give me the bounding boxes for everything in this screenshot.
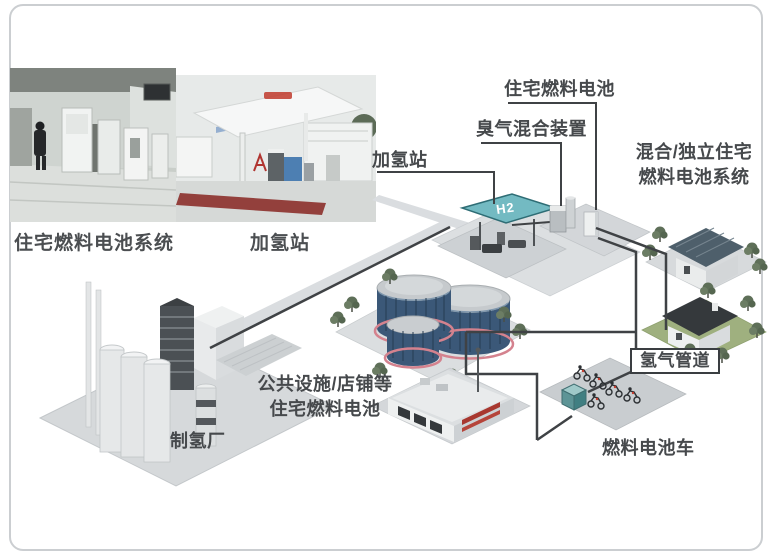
person-figure — [35, 121, 45, 131]
h2-sign: H2 — [495, 199, 516, 216]
pipe-to-houses — [595, 226, 668, 330]
label-fuel-cell-vehicles: 燃料电池车 — [602, 438, 695, 458]
dark-roof — [662, 297, 738, 336]
dispenser — [268, 153, 284, 187]
station-photo-caption: 加氢站 — [249, 233, 310, 254]
tv-screen — [143, 83, 171, 101]
car-at-pump — [482, 244, 502, 253]
label-hydrogen-station: 加氢站 — [372, 150, 428, 170]
label-hybrid-system-line1: 混合/独立住宅 — [635, 142, 753, 162]
label-hydrogen-plant: 制氢厂 — [170, 431, 226, 451]
canopy-logo-band — [264, 92, 292, 99]
label-residential-fuel-cell: 住宅燃料电池 — [504, 79, 615, 99]
dispenser — [470, 236, 479, 250]
label-public-facilities-line2: 住宅燃料电池 — [269, 399, 381, 419]
fuel-cell-cabinet — [97, 119, 121, 175]
public-facility-illustration — [329, 267, 531, 385]
indoor-photo-illustration — [10, 68, 176, 222]
pipe-plant-to-station — [209, 225, 451, 350]
delivery-truck — [176, 136, 213, 178]
red-carpet — [176, 193, 326, 215]
fuel-cell-vehicles-illustration — [536, 357, 687, 442]
shop-window — [414, 413, 426, 427]
red-ladder — [253, 152, 267, 172]
label-public-facilities: 公共设施/店铺等 住宅燃料电池 — [252, 372, 398, 422]
refueling-station-photo — [176, 75, 376, 222]
shop-sign — [462, 402, 500, 425]
label-hybrid-system-line2: 燃料电池系统 — [638, 167, 750, 187]
house-standalone-system — [641, 281, 767, 364]
solar-roof — [668, 228, 744, 267]
shop-building — [371, 347, 531, 445]
station-photo-illustration — [176, 75, 376, 222]
pipe-network — [464, 236, 638, 440]
pink-ring-base — [383, 347, 443, 369]
car-at-pump — [508, 240, 526, 248]
mini-hydrogen-station: H2 — [431, 193, 641, 297]
label-odorant-mixer: 臭气混合装置 — [476, 119, 587, 139]
indoor-photo-caption: 住宅燃料电池系统 — [14, 233, 175, 254]
indoor-fuel-cell-photo — [10, 68, 176, 222]
house-hybrid-system — [641, 225, 768, 293]
odorant-and-fuel-cell-units — [511, 196, 651, 257]
shop-sign — [462, 410, 500, 432]
shop-window — [398, 406, 410, 420]
label-hydrogen-pipeline: 氢气管道 — [630, 348, 720, 374]
dispenser — [497, 232, 505, 245]
blue-equipment — [284, 157, 302, 187]
label-hybrid-system: 混合/独立住宅 燃料电池系统 — [628, 140, 760, 190]
hydrogen-plant-illustration — [38, 281, 336, 487]
label-connectors — [377, 102, 597, 210]
shop-window — [430, 420, 442, 434]
label-public-facilities-line1: 公共设施/店铺等 — [257, 374, 393, 394]
